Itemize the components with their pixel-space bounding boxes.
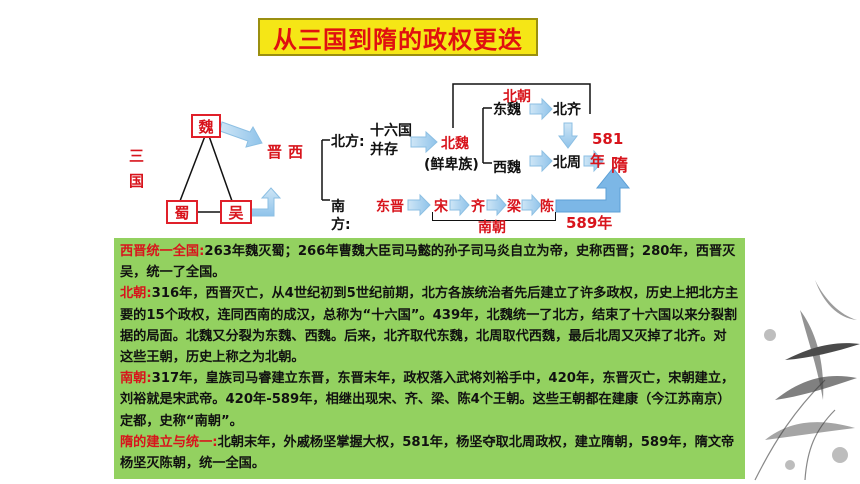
section-beichao: 北朝:316年，西晋灭亡，从4世纪初到5世纪前期，北方各族统治者先后建立了许多政… bbox=[120, 283, 739, 368]
north-label: 北方: bbox=[331, 134, 365, 150]
arrow-dongwei-beiqi bbox=[529, 97, 553, 121]
section-text: 263年魏灭蜀；266年曹魏大臣司马懿的孙子司马炎自立为帝，史称西晋；280年，… bbox=[120, 244, 736, 281]
section-heading: 南朝: bbox=[120, 371, 152, 387]
arrow-xiwei-beizhou bbox=[529, 149, 553, 173]
section-text: 316年，西晋灭亡，从4世纪初到5世纪前期，北方各族统治者先后建立了许多政权，历… bbox=[120, 286, 739, 366]
three-kingdoms-label: 三国 bbox=[127, 148, 145, 198]
diagram-connectors bbox=[179, 83, 631, 217]
arrow-beiqi-beizhou bbox=[558, 122, 578, 149]
sui-label: 隋 bbox=[611, 156, 628, 176]
south-label-line2: 方: bbox=[331, 217, 351, 233]
wu-box: 吴 bbox=[220, 200, 252, 224]
qi-label: 齐 bbox=[471, 199, 485, 215]
beizhou-label: 北周 bbox=[553, 155, 581, 171]
chen-label: 陈 bbox=[540, 199, 554, 215]
year-581: 581 bbox=[592, 130, 624, 148]
sixteen-kingdoms-line2: 并存 bbox=[370, 142, 398, 158]
xijin-branch-bracket bbox=[321, 139, 330, 201]
arrow-wei-xijin bbox=[219, 121, 263, 148]
beiwei-label: 北魏 bbox=[441, 136, 469, 152]
xijin-label: 西晋 bbox=[265, 144, 304, 169]
ink-painting-decoration bbox=[754, 280, 860, 481]
section-text: 317年，皇族司马睿建立东晋，东晋末年，政权落入武将刘裕手中，420年，东晋灭亡… bbox=[120, 371, 735, 429]
year-589: 589年 bbox=[566, 214, 613, 232]
dongjin-label: 东晋 bbox=[376, 199, 404, 215]
arrow-qi-liang bbox=[486, 193, 507, 217]
song-label: 宋 bbox=[434, 199, 448, 215]
section-sui: 隋的建立与统一:北朝末年，外戚杨坚掌握大权，581年，杨坚夺取北周政权，建立隋朝… bbox=[120, 432, 739, 474]
section-heading: 北朝: bbox=[120, 286, 152, 302]
section-xijin: 西晋统一全国:263年魏灭蜀；266年曹魏大臣司马懿的孙子司马炎自立为帝，史称西… bbox=[120, 241, 739, 283]
wei-box: 魏 bbox=[191, 114, 221, 138]
arrow-sixteen-beiwei bbox=[410, 130, 438, 154]
beichao-label: 北朝 bbox=[503, 89, 531, 105]
year-581-char: 年 bbox=[590, 152, 606, 170]
arrow-song-qi bbox=[449, 193, 470, 217]
dongwei-label: 东魏 bbox=[493, 102, 521, 118]
xiwei-label: 西魏 bbox=[493, 160, 521, 176]
section-text: 北朝末年，外戚杨坚掌握大权，581年，杨坚夺取北周政权，建立隋朝，589年，隋文… bbox=[120, 434, 735, 472]
page-title: 从三国到隋的政权更迭 bbox=[258, 18, 538, 56]
arrow-liang-chen bbox=[521, 193, 542, 217]
south-label-line1: 南 bbox=[331, 199, 345, 215]
section-heading: 西晋统一全国: bbox=[120, 244, 205, 259]
arrow-chen-sui bbox=[555, 167, 631, 213]
shu-box: 蜀 bbox=[166, 200, 198, 224]
beiwei-split-bracket bbox=[482, 107, 492, 164]
three-kingdoms-triangle bbox=[179, 135, 233, 213]
arrow-beizhou-sui bbox=[583, 149, 604, 173]
xianbei-label: (鲜卑族) bbox=[424, 157, 479, 173]
section-heading: 隋的建立与统一: bbox=[120, 434, 218, 450]
sixteen-kingdoms-line1: 十六国 bbox=[370, 123, 412, 139]
arrow-dongjin-song bbox=[407, 193, 431, 217]
beiqi-label: 北齐 bbox=[553, 102, 581, 118]
nanchao-bracket bbox=[432, 212, 556, 221]
nanchao-label: 南朝 bbox=[478, 220, 506, 236]
section-nanchao: 南朝:317年，皇族司马睿建立东晋，东晋末年，政权落入武将刘裕手中，420年，东… bbox=[120, 368, 739, 432]
explanation-panel: 西晋统一全国:263年魏灭蜀；266年曹魏大臣司马懿的孙子司马炎自立为帝，史称西… bbox=[114, 238, 745, 479]
arrow-wu-xijin bbox=[249, 187, 282, 217]
liang-label: 梁 bbox=[507, 199, 521, 215]
beichao-bracket bbox=[452, 83, 591, 128]
